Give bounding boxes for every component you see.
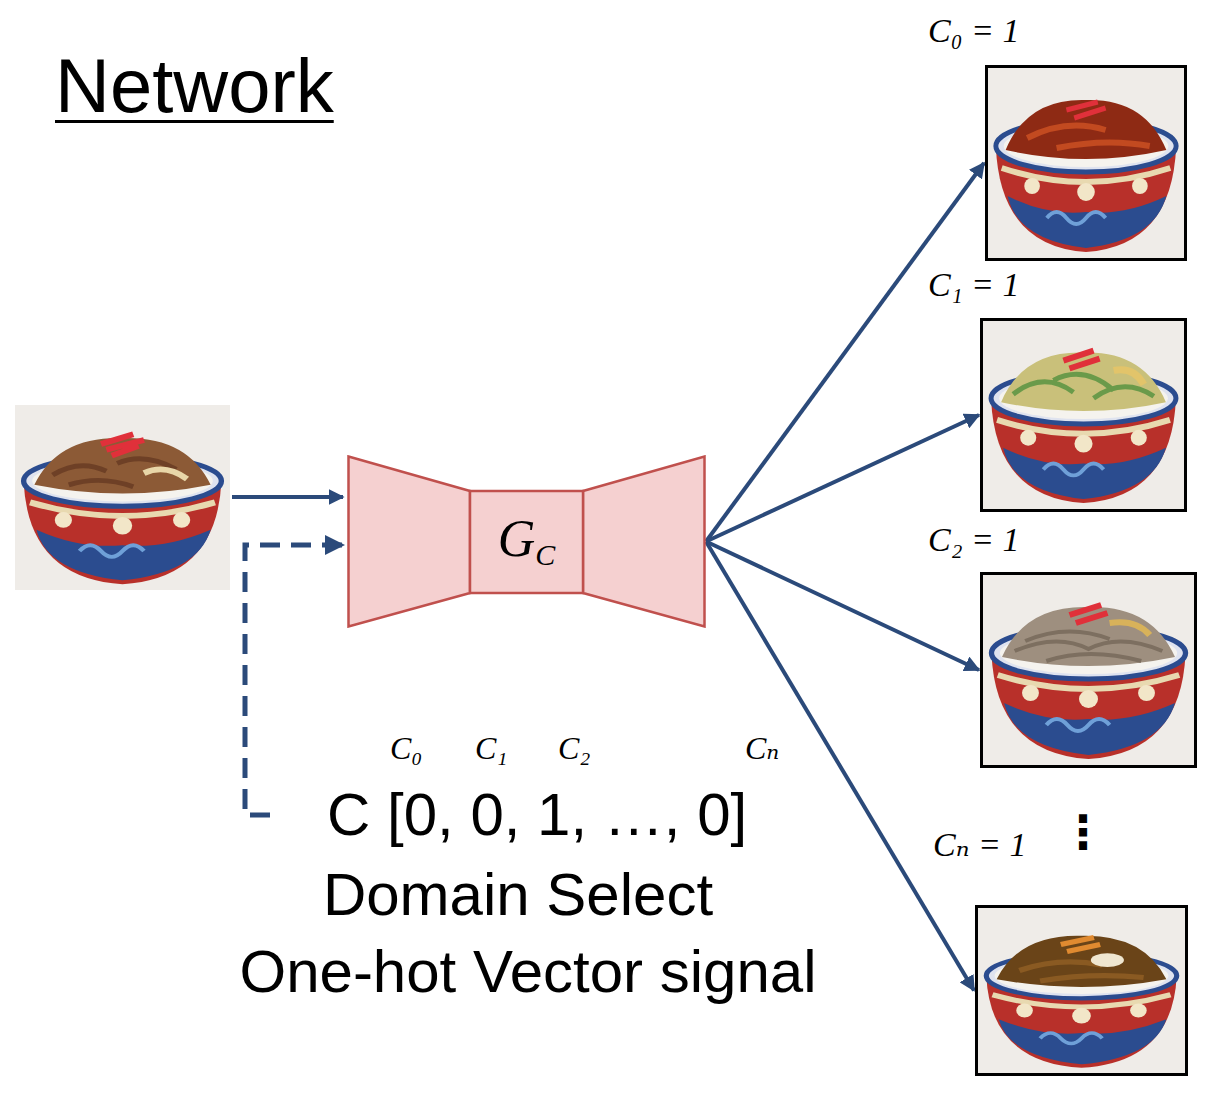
label-holder: Domain Select	[168, 860, 868, 929]
output-image-frame: C₁ = 1	[980, 318, 1187, 512]
connector-arrow	[706, 542, 979, 671]
one-hot-vector: C [0, 0, 1, …, 0]	[327, 780, 747, 849]
domain-heading: C₁ = 1	[928, 265, 1019, 304]
label-holder: One-hot Vector signal	[168, 937, 888, 1006]
label-holder: C₀	[390, 730, 422, 767]
vector-index: C₂	[558, 730, 590, 767]
output-image-frame: Cₙ = 1	[975, 905, 1188, 1076]
domain-heading: C₀ = 1	[928, 11, 1019, 50]
label-holder: Cₙ	[745, 730, 779, 767]
label-holder: ⋮	[1060, 806, 1106, 859]
output-image-frame: C₀ = 1	[985, 65, 1187, 261]
domain-heading: C₂ = 1	[928, 520, 1019, 559]
caption-line: One-hot Vector signal	[239, 937, 816, 1006]
vector-index: C₁	[475, 730, 507, 767]
output-image-frame: C₂ = 1	[980, 572, 1197, 768]
domain-heading: Cₙ = 1	[933, 825, 1026, 864]
label-holder: C₁	[475, 730, 507, 767]
connector-arrow	[706, 542, 974, 991]
caption-line: Domain Select	[323, 860, 713, 929]
generator-block: GC	[347, 455, 706, 628]
bowtie-wing	[349, 457, 471, 627]
ellipsis-mark: ⋮	[1060, 806, 1106, 859]
title-holder: Network	[55, 42, 334, 129]
bowtie-core	[470, 491, 583, 593]
diagram-title: Network	[55, 42, 334, 129]
connector-arrow	[706, 163, 984, 542]
vector-index: Cₙ	[745, 730, 779, 767]
generator-label: GC	[498, 513, 556, 570]
label-holder: C [0, 0, 1, …, 0]	[327, 780, 747, 849]
vector-index: C₀	[390, 730, 422, 767]
label-holder: C₂	[558, 730, 590, 767]
bowtie-wing	[583, 457, 705, 627]
